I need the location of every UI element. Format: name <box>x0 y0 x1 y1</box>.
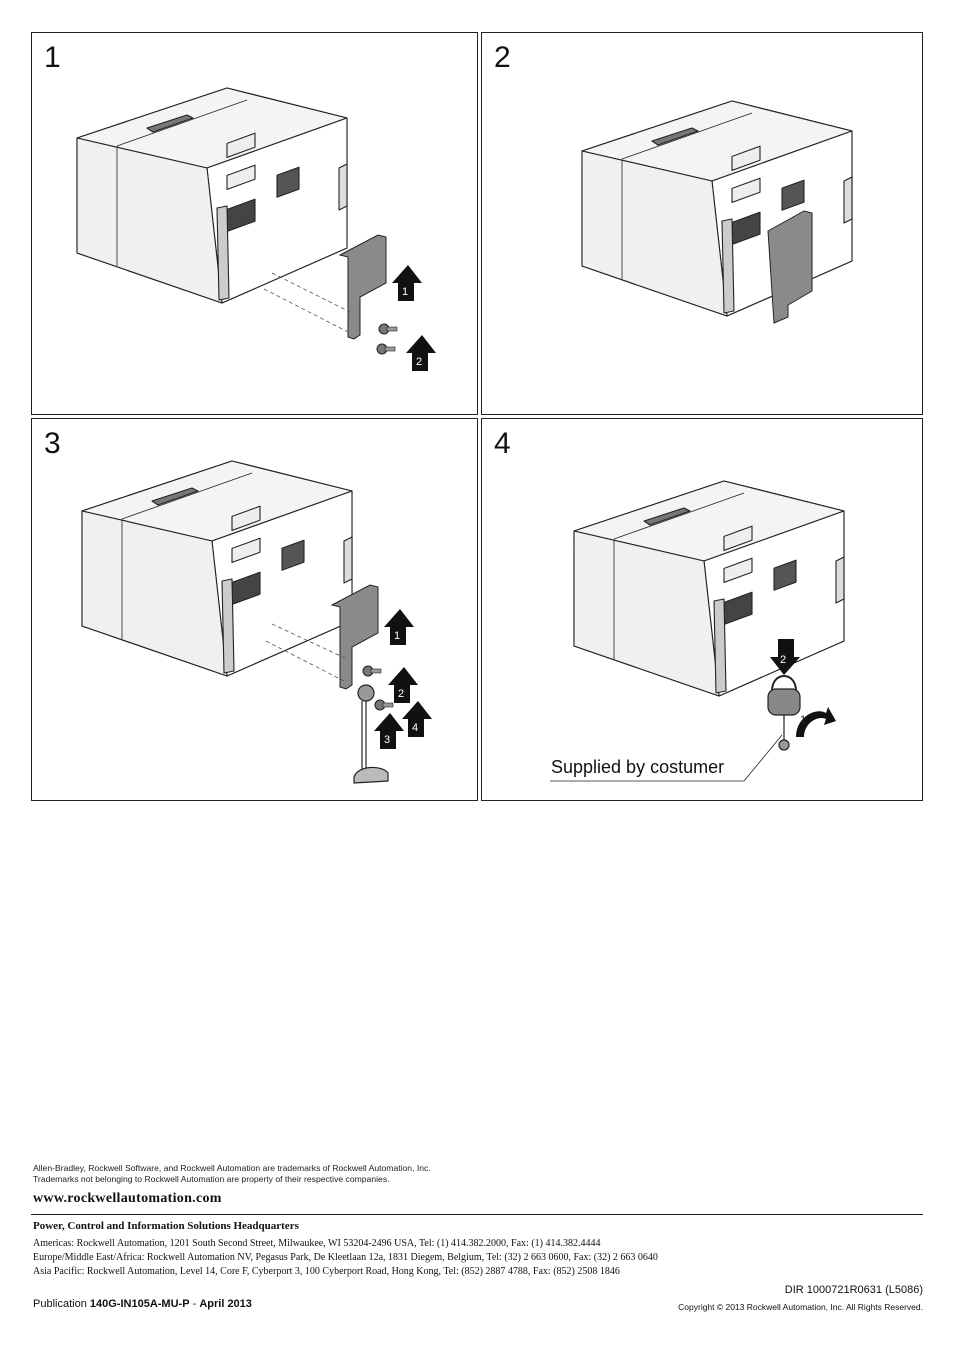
arrow-step-1: 1 <box>384 609 414 645</box>
arrow-step-1: 1 <box>392 265 422 301</box>
publication-separator: - <box>192 1298 197 1310</box>
arrow-step-2: 2 <box>770 639 800 675</box>
arrow-step-3: 3 <box>374 713 404 749</box>
bracket-plate <box>330 584 379 690</box>
callout-leader <box>550 734 783 782</box>
illustration-step-1: 1 2 <box>76 87 436 371</box>
svg-text:1: 1 <box>402 286 408 298</box>
copyright: Copyright © 2013 Rockwell Automation, In… <box>678 1302 923 1312</box>
svg-text:2: 2 <box>416 356 422 368</box>
device-drawing <box>76 87 348 304</box>
trademark-line-2: Trademarks not belonging to Rockwell Aut… <box>33 1174 390 1184</box>
panel-step-3: 3 1 <box>31 418 478 801</box>
publication-date: April 2013 <box>199 1298 252 1310</box>
screw <box>374 699 394 711</box>
step-number-2: 2 <box>494 41 511 74</box>
illustration-step-4: 2 1 <box>550 480 845 782</box>
svg-text:1: 1 <box>394 630 400 642</box>
address-emea: Europe/Middle East/Africa: Rockwell Auto… <box>33 1252 658 1263</box>
website-link[interactable]: www.rockwellautomation.com <box>33 1191 222 1206</box>
screw-1 <box>378 323 398 335</box>
step-number-4: 4 <box>494 427 511 460</box>
svg-text:1: 1 <box>800 714 806 726</box>
trademark-notice: Allen-Bradley, Rockwell Software, and Ro… <box>33 1163 431 1185</box>
address-asia: Asia Pacific: Rockwell Automation, Level… <box>33 1266 620 1277</box>
svg-text:4: 4 <box>412 722 418 734</box>
trademark-line-1: Allen-Bradley, Rockwell Software, and Ro… <box>33 1163 431 1173</box>
arrow-step-4: 4 <box>402 701 432 737</box>
bracket-mounted <box>767 210 813 324</box>
hq-title: Power, Control and Information Solutions… <box>33 1220 299 1232</box>
device-drawing <box>573 480 845 697</box>
panel-step-4: 4 2 1 Supplied by costumer <box>481 418 923 801</box>
publication-number: 140G-IN105A-MU-P <box>89 1298 190 1310</box>
padlock-hasp <box>353 684 389 784</box>
screw-2 <box>376 343 396 355</box>
arrow-step-2: 2 <box>406 335 436 371</box>
arrow-step-2: 2 <box>388 667 418 703</box>
bracket-plate <box>338 234 387 340</box>
divider <box>31 1214 923 1215</box>
step-number-1: 1 <box>44 41 61 74</box>
svg-text:2: 2 <box>398 688 404 700</box>
device-drawing <box>81 460 353 677</box>
step-number-3: 3 <box>44 427 61 460</box>
arrow-step-1: 1 <box>796 707 836 737</box>
screw <box>362 665 382 677</box>
panel-step-2: 2 <box>481 32 923 415</box>
callout-supplied-by-customer: Supplied by costumer <box>551 757 725 777</box>
publication-prefix: Publication <box>33 1298 87 1310</box>
illustration-step-2 <box>581 100 853 324</box>
publication-info: Publication 140G-IN105A-MU-P - April 201… <box>33 1298 252 1310</box>
svg-text:2: 2 <box>780 654 786 666</box>
panel-step-1: 1 1 2 <box>31 32 478 415</box>
svg-text:3: 3 <box>384 734 390 746</box>
dir-number: DIR 1000721R0631 (L5086) <box>784 1284 923 1296</box>
padlock <box>767 675 801 751</box>
illustration-step-3: 1 2 3 4 <box>81 460 432 784</box>
address-americas: Americas: Rockwell Automation, 1201 Sout… <box>33 1238 601 1249</box>
